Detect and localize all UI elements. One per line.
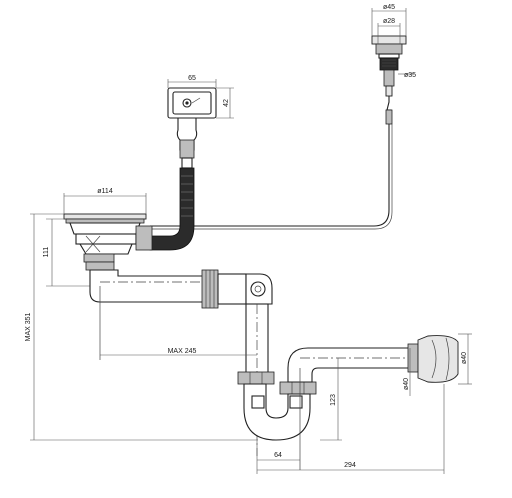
dimension-max-reach: MAX 245 — [100, 348, 257, 356]
dimension-button: ø35 — [398, 72, 416, 79]
tail-pipe — [85, 261, 207, 360]
label-top-outer-diameter: ø45 — [383, 4, 395, 11]
standpipe-elbow — [245, 273, 273, 305]
label-overflow-height: 42 — [223, 99, 230, 107]
dimension-max-height: MAX 351 — [25, 213, 258, 441]
dimension-trap-offset: 64 — [256, 440, 300, 474]
label-trap-offset: 64 — [274, 452, 282, 459]
dimension-overflow-width: 65 — [167, 75, 217, 88]
label-outlet-diameter-b: ø40 — [461, 352, 468, 364]
overflow-hose — [149, 167, 195, 251]
label-trap-depth: 123 — [330, 394, 337, 406]
compression-nut-horizontal — [201, 269, 247, 309]
remote-cable-outline — [150, 124, 393, 230]
label-outlet-diameter-a: ø40 — [403, 378, 410, 390]
remote-cable — [150, 124, 390, 227]
popup-button-assembly — [371, 35, 407, 125]
strainer-assembly — [63, 213, 153, 263]
dimension-outlet-b: ø40 — [458, 333, 472, 385]
label-max-height: MAX 351 — [25, 312, 32, 341]
label-strainer-diameter: ø114 — [97, 188, 113, 195]
u-trap — [237, 371, 317, 441]
dimension-trap-depth: 123 — [320, 358, 342, 441]
dimension-outlet-a: ø40 — [403, 348, 411, 396]
label-overflow-width: 65 — [188, 75, 196, 82]
overflow-assembly — [167, 87, 217, 169]
label-button-diameter: ø35 — [404, 72, 416, 79]
label-max-reach: MAX 245 — [168, 348, 197, 355]
dimension-strainer-height: 111 — [43, 218, 98, 287]
label-top-inner-diameter: ø28 — [383, 18, 395, 25]
outlet-connector — [407, 335, 459, 383]
dimension-strainer-diameter: ø114 — [63, 188, 147, 214]
dimension-top-outer: ø45 — [371, 4, 407, 36]
label-strainer-height: 111 — [43, 247, 50, 258]
dimension-overflow-height: 42 — [216, 87, 234, 119]
dimension-total-length: 294 — [257, 384, 445, 474]
label-total-length: 294 — [344, 462, 356, 469]
dimension-top-inner: ø28 — [377, 18, 401, 44]
